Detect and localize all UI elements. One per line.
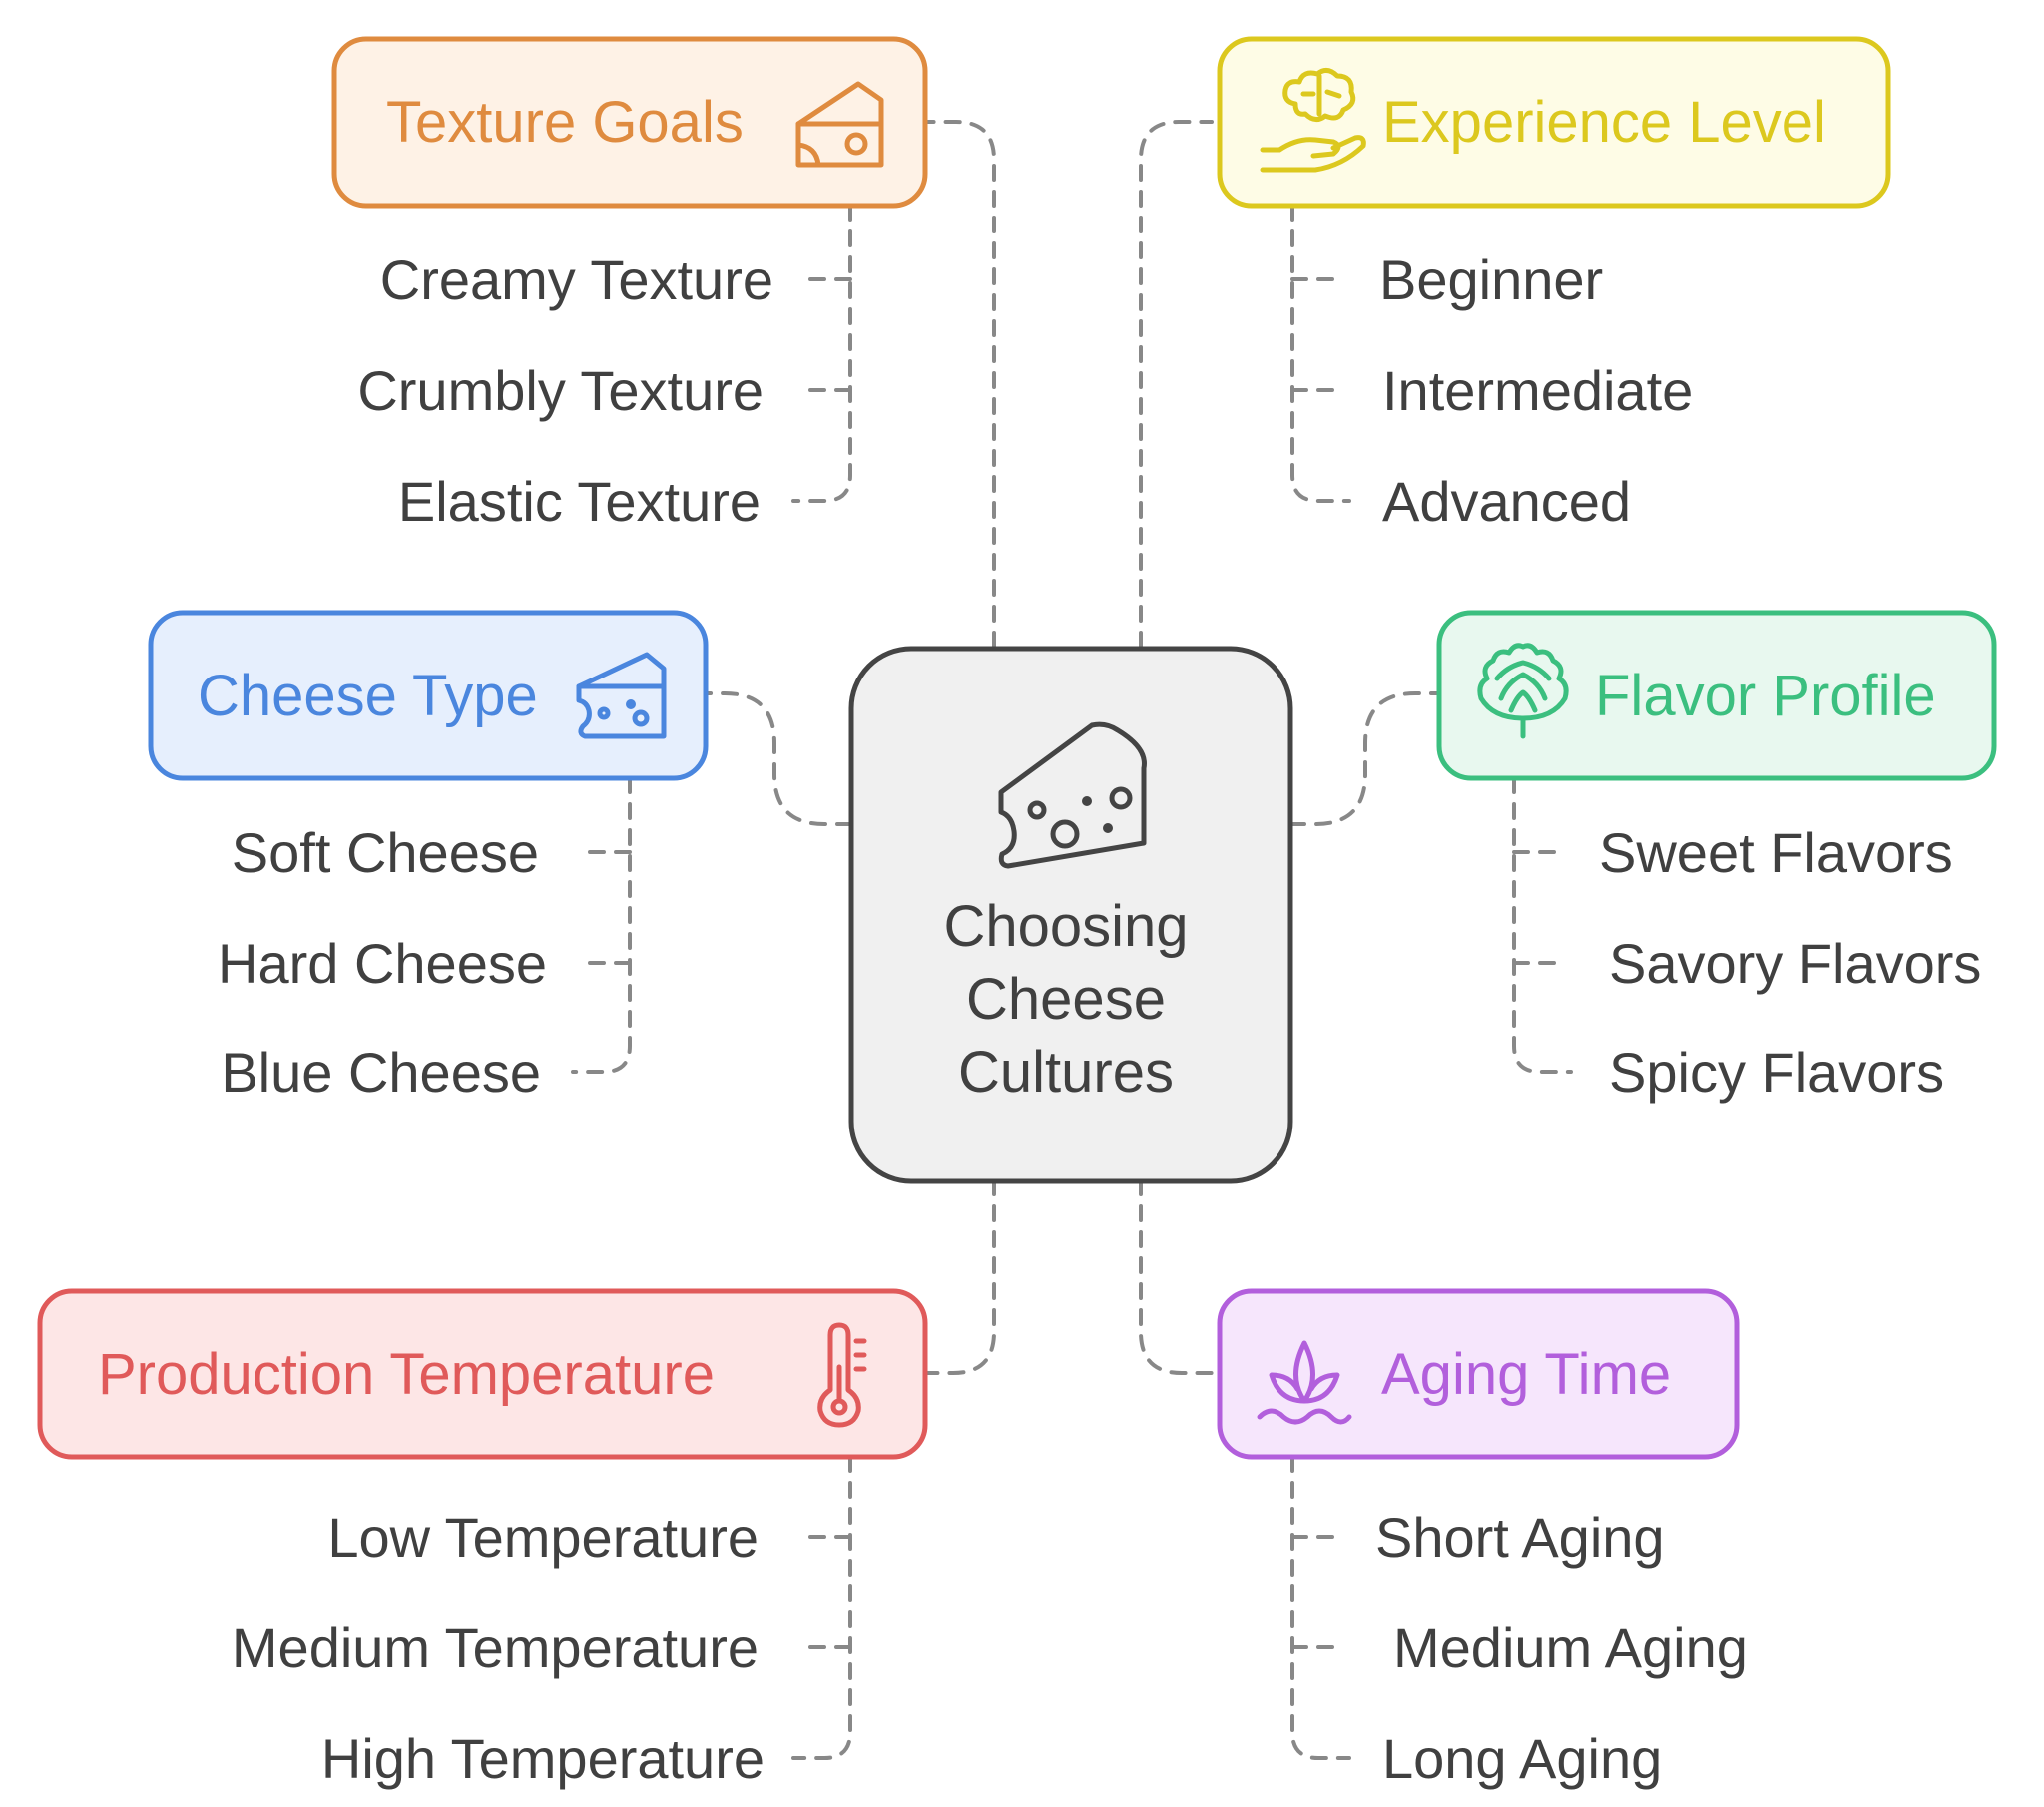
cheese-icon <box>795 81 884 168</box>
category-flavor-profile: Flavor Profile Sweet Flavors Savory Flav… <box>1436 610 1997 1104</box>
aging-time-title: Aging Time <box>1381 1342 1671 1407</box>
connector-experience-level-items <box>1290 204 1351 503</box>
connector-texture-goals-items <box>791 204 852 503</box>
cheese-type-item-2: Hard Cheese <box>218 932 547 995</box>
experience-level-item-2: Intermediate <box>1382 359 1693 422</box>
production-temperature-item-3: High Temperature <box>321 1727 765 1790</box>
experience-level-box <box>1217 36 1891 209</box>
texture-goals-box <box>331 36 928 209</box>
texture-goals-title: Texture Goals <box>386 90 744 155</box>
cheese-type-box <box>148 610 709 781</box>
flavor-profile-item-3: Spicy Flavors <box>1609 1041 1944 1104</box>
category-texture-goals: Texture Goals Creamy Texture Crumbly Tex… <box>331 36 928 533</box>
connector-aging-time-items <box>1290 1455 1351 1760</box>
center-title-line-1: Choosing <box>943 894 1188 959</box>
texture-goals-item-3: Elastic Texture <box>398 470 761 533</box>
texture-goals-item-2: Crumbly Texture <box>357 359 764 422</box>
connector-production-temperature <box>921 1178 996 1375</box>
aging-time-item-3: Long Aging <box>1382 1727 1662 1790</box>
center-node-box <box>848 646 1293 1184</box>
experience-level-title: Experience Level <box>1382 90 1826 155</box>
flavor-profile-item-1: Sweet Flavors <box>1599 821 1953 884</box>
experience-level-item-1: Beginner <box>1379 248 1603 311</box>
cheese-wedge-icon <box>998 721 1147 869</box>
center-node: Choosing Cheese Cultures <box>848 646 1293 1184</box>
production-temperature-box <box>37 1288 928 1460</box>
production-temperature-item-1: Low Temperature <box>327 1506 759 1569</box>
connector-experience-level <box>1139 120 1214 649</box>
lotus-icon <box>1257 1340 1352 1425</box>
connectors <box>571 120 1573 1760</box>
connector-production-temperature-items <box>791 1455 852 1760</box>
connector-cheese-type <box>703 691 853 826</box>
cheese-type-title: Cheese Type <box>198 664 538 728</box>
connector-cheese-type-items <box>571 776 632 1074</box>
production-temperature-item-2: Medium Temperature <box>232 1616 759 1679</box>
cheese-icon <box>576 652 667 739</box>
cheese-type-item-1: Soft Cheese <box>232 821 539 884</box>
artichoke-icon <box>1477 643 1569 739</box>
flavor-profile-item-2: Savory Flavors <box>1609 932 1981 995</box>
flavor-profile-box <box>1436 610 1997 781</box>
texture-goals-item-1: Creamy Texture <box>380 248 773 311</box>
category-cheese-type: Cheese Type Soft Cheese Hard Cheese Blue… <box>148 610 709 1104</box>
center-title-line-3: Cultures <box>958 1040 1174 1105</box>
aging-time-item-1: Short Aging <box>1375 1506 1665 1569</box>
production-temperature-title: Production Temperature <box>98 1342 715 1407</box>
brain-hand-icon <box>1260 68 1366 173</box>
category-experience-level: Experience Level Beginner Intermediate A… <box>1217 36 1891 533</box>
connector-aging-time <box>1139 1178 1214 1375</box>
aging-time-item-2: Medium Aging <box>1393 1616 1748 1679</box>
experience-level-item-3: Advanced <box>1382 470 1631 533</box>
cheese-type-item-3: Blue Cheese <box>221 1041 541 1104</box>
category-aging-time: Aging Time Short Aging Medium Aging Long… <box>1217 1288 1748 1790</box>
connector-texture-goals <box>921 120 996 649</box>
center-title-line-2: Cheese <box>966 967 1166 1032</box>
connector-flavor-profile <box>1288 691 1439 826</box>
thermometer-icon <box>817 1322 867 1428</box>
connector-flavor-profile-items <box>1512 776 1573 1074</box>
category-production-temperature: Production Temperature Low Temperature M… <box>37 1288 928 1790</box>
flavor-profile-title: Flavor Profile <box>1595 664 1936 728</box>
